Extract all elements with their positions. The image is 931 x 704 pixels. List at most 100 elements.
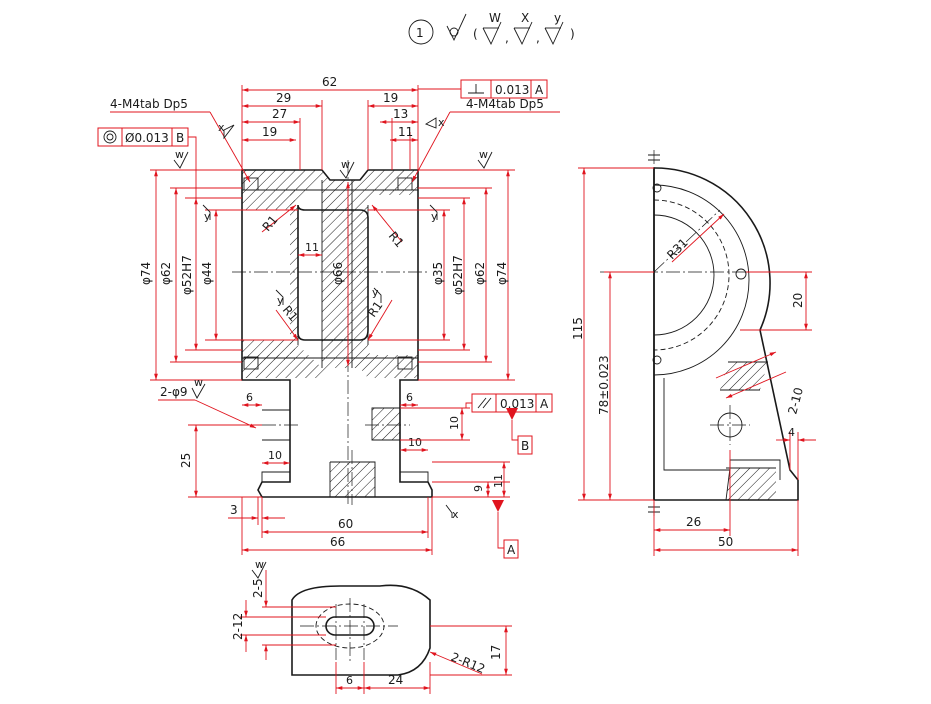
roughness-symbol-icon [446,13,467,42]
dim-r1-a: R1 [260,213,281,234]
datum-b-label: B [521,439,529,453]
dim-19-right: 19 [383,91,398,105]
dim-11-base: 11 [492,474,505,488]
surface-y-mark-right-icon [429,204,438,220]
perp-tolerance-value: 0.013 [495,83,529,97]
svg-text:w: w [255,558,264,571]
surface-x-mark-right-icon [424,117,437,129]
dim-115: 115 [571,317,585,340]
dim-19-left: 19 [262,125,277,139]
header-roughness: 1 ( W , X , y ) [408,11,575,46]
svg-text:,: , [536,31,540,45]
dim-phi74-left: φ74 [139,262,153,285]
dim-phi62-right: φ62 [473,262,487,285]
svg-text:x: x [218,121,225,134]
surface-y-mark-left-icon [202,204,211,220]
roughness-w-icon [482,21,502,46]
roughness-y-label: y [554,11,561,25]
svg-text:w: w [341,158,350,171]
dim-24: 24 [388,673,403,687]
svg-text:w: w [194,376,203,389]
svg-text:y: y [204,210,211,223]
dim-phi44: φ44 [200,262,214,285]
svg-text:y: y [372,286,379,299]
dim-9: 9 [472,485,485,492]
dim-26: 26 [686,515,701,529]
dim-29: 29 [276,91,291,105]
roughness-w-label: W [489,11,501,25]
item-number: 1 [416,26,424,40]
dim-phi74-right: φ74 [495,262,509,285]
slot-callout-2-5: 2-5 [251,578,265,598]
front-dimensions: 62 29 27 19 19 13 11 φ74 φ62 φ52H7 φ44 φ… [139,75,515,555]
surface-y-mark-inner-left-icon [275,289,284,305]
rib-callout: 2-10 [785,386,806,416]
callouts: 4-M4tab Dp5 4-M4tab Dp5 0.013 A Ø0.013 B… [97,79,560,559]
dim-6-right: 6 [406,391,413,404]
svg-text:y: y [431,210,438,223]
dim-20: 20 [791,293,805,308]
dim-50: 50 [718,535,733,549]
svg-text:w: w [175,148,184,161]
dim-r1-b: R1 [386,229,407,250]
surface-x-mark-left-icon [223,124,235,140]
dim-phi66: φ66 [331,262,345,285]
roughness-y-icon [544,21,564,46]
dim-13: 13 [393,107,408,121]
side-view [600,150,799,518]
hole-callout-phi9: 2-φ9 [160,385,188,399]
dim-17: 17 [489,645,503,660]
dim-25: 25 [179,453,193,468]
dim-62: 62 [322,75,337,89]
surface-w-mark-center-icon [339,161,355,179]
surface-y-mark-inner-right-icon [373,287,382,303]
concentricity-icon [103,130,117,144]
dim-10-left: 10 [268,449,282,462]
dim-10-vert: 10 [448,416,461,430]
datum-b-triangle [506,408,518,420]
front-section-view [232,160,433,505]
svg-text:y: y [277,294,284,307]
svg-text:x: x [452,508,459,521]
par-datum: A [540,397,549,411]
conc-datum: B [176,131,184,145]
dim-phi35: φ35 [431,262,445,285]
svg-text:w: w [479,148,488,161]
surface-w-mark-right-icon [477,151,493,169]
dim-11-top: 11 [398,125,413,139]
dim-6-left: 6 [246,391,253,404]
svg-text:,: , [505,31,509,45]
side-dimensions: 115 78±0.023 20 R31 2-10 4 26 50 [571,167,816,556]
surface-w-mark-icon [173,151,189,169]
surface-x-mark-base-icon [445,504,453,518]
dim-66: 66 [330,535,345,549]
dim-10-lower: 10 [408,436,422,449]
svg-text:x: x [438,116,445,129]
radius-callout-2-r12: 2-R12 [449,650,487,676]
dim-6-bottom: 6 [346,674,353,687]
item-number-circle [408,19,434,45]
dim-60: 60 [338,517,353,531]
par-tolerance-value: 0.013 [500,397,534,411]
conc-tolerance-value: Ø0.013 [125,131,169,145]
dim-phi52-right: φ52H7 [451,255,465,295]
dim-r31: R31 [664,236,691,263]
datum-a-label: A [507,543,516,557]
bottom-view [291,584,431,676]
dim-phi62-left: φ62 [159,262,173,285]
svg-text:(: ( [473,27,478,41]
datum-a-triangle [492,500,504,512]
perpendicularity-icon [468,84,484,94]
perp-datum: A [535,83,544,97]
svg-text:): ) [570,27,575,41]
parallelism-icon [477,397,492,409]
slot-callout-2-12: 2-12 [231,613,245,640]
roughness-x-icon [513,21,533,46]
tap-callout-right: 4-M4tab Dp5 [466,97,544,111]
dim-4: 4 [788,426,795,439]
dim-11-inner: 11 [305,241,319,254]
tap-callout-left: 4-M4tab Dp5 [110,97,188,111]
dim-phi52-left: φ52H7 [180,255,194,295]
